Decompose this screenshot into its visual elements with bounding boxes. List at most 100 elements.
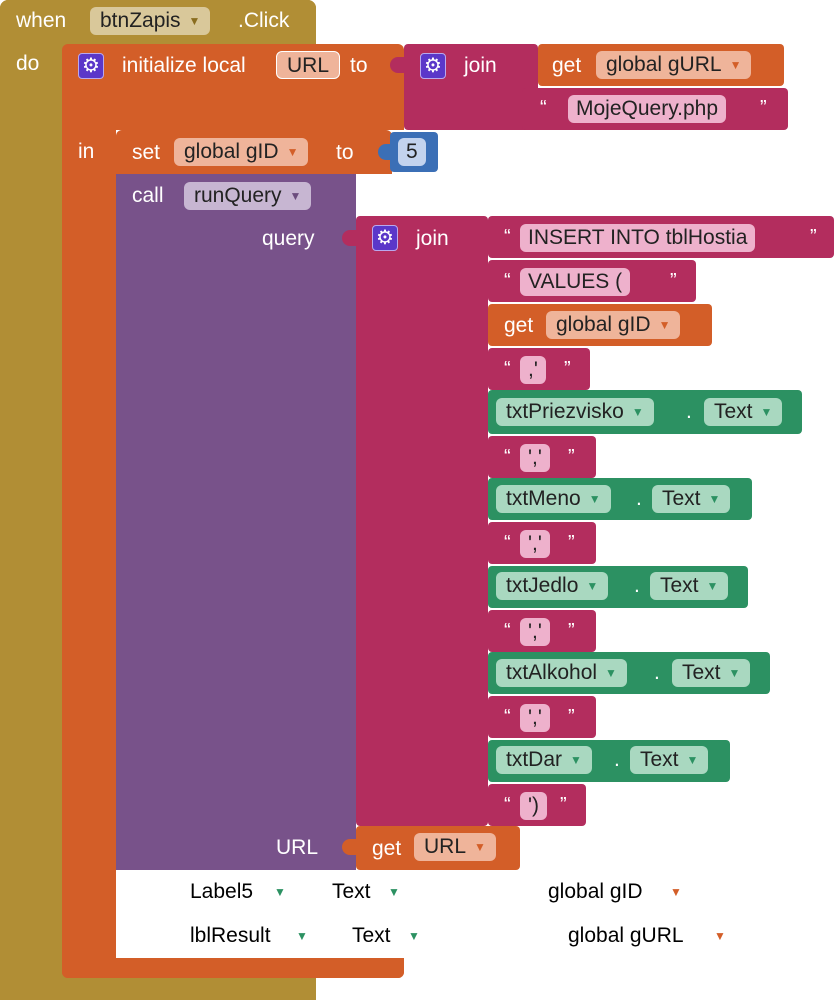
quote-close: ” bbox=[670, 270, 677, 292]
set-to-label: to bbox=[336, 141, 354, 164]
txtpriezvisko-dropdown[interactable]: txtPriezvisko▼ bbox=[496, 398, 654, 426]
url-param-label: URL bbox=[276, 836, 319, 859]
dot-label: . bbox=[634, 574, 640, 597]
dar-property-dropdown[interactable]: Text▼ bbox=[630, 746, 709, 774]
quote-open: “ bbox=[504, 620, 511, 642]
chevron-down-icon: ▼ bbox=[728, 666, 741, 680]
quote-open: “ bbox=[504, 226, 511, 248]
when-label: when bbox=[16, 9, 67, 32]
global-gid-variable[interactable]: global gID bbox=[548, 880, 643, 903]
get-label: get bbox=[552, 54, 582, 77]
chevron-down-icon: ▼ bbox=[586, 579, 599, 593]
chevron-down-icon: ▼ bbox=[388, 885, 400, 899]
event-block-footer bbox=[0, 980, 316, 1000]
text-value-sep-2[interactable]: ',' bbox=[520, 444, 550, 472]
get-url-plug bbox=[342, 839, 356, 855]
number-value-field[interactable]: 5 bbox=[398, 138, 426, 166]
gurl-dropdown-value: global gURL bbox=[606, 53, 722, 76]
dot-label: . bbox=[614, 748, 620, 771]
quote-open: “ bbox=[504, 706, 511, 728]
quote-close: ” bbox=[568, 446, 575, 468]
procedure-dropdown-value: runQuery bbox=[194, 184, 282, 207]
text-value-insert[interactable]: INSERT INTO tblHostia bbox=[520, 224, 756, 252]
chevron-down-icon: ▼ bbox=[188, 14, 201, 28]
url-var-dropdown[interactable]: URL▼ bbox=[414, 833, 496, 861]
event-name-label: .Click bbox=[238, 9, 290, 32]
mutator-gear-icon[interactable]: ⚙ bbox=[78, 53, 104, 79]
call-runquery-block[interactable] bbox=[116, 174, 356, 870]
text-value-sep-4[interactable]: ',' bbox=[520, 618, 550, 646]
txtalkohol-dropdown[interactable]: txtAlkohol ▼ bbox=[496, 659, 627, 687]
jedlo-property-value: Text bbox=[660, 574, 699, 597]
txtdar-value: txtDar bbox=[506, 748, 563, 771]
text-value-sep-5[interactable]: ',' bbox=[520, 704, 550, 732]
dot-label: . bbox=[686, 400, 692, 423]
procedure-dropdown[interactable]: runQuery▼ bbox=[184, 182, 312, 210]
text-value-sep-3[interactable]: ',' bbox=[520, 530, 550, 558]
chevron-down-icon: ▼ bbox=[708, 492, 721, 506]
chevron-down-icon: ▼ bbox=[408, 929, 420, 943]
join-block-query-plug bbox=[342, 230, 356, 246]
quote-close: ” bbox=[568, 620, 575, 642]
alkohol-property-value: Text bbox=[682, 661, 721, 684]
quote-close: ” bbox=[560, 794, 567, 816]
meno-property-dropdown[interactable]: Text ▼ bbox=[652, 485, 731, 513]
label5-component[interactable]: Label5 bbox=[190, 880, 254, 903]
chevron-down-icon: ▼ bbox=[274, 885, 286, 899]
quote-open: “ bbox=[504, 358, 511, 380]
alkohol-property-dropdown[interactable]: Text ▼ bbox=[672, 659, 751, 687]
txtmeno-dropdown[interactable]: txtMeno ▼ bbox=[496, 485, 611, 513]
txtpriezvisko-value: txtPriezvisko bbox=[506, 400, 624, 423]
join-query-label: join bbox=[416, 227, 449, 250]
chevron-down-icon: ▼ bbox=[605, 666, 617, 680]
gurl-dropdown[interactable]: global gURL▼ bbox=[596, 51, 752, 79]
txtjedlo-dropdown[interactable]: txtJedlo▼ bbox=[496, 572, 609, 600]
jedlo-property-dropdown[interactable]: Text ▼ bbox=[650, 572, 729, 600]
quote-open: “ bbox=[504, 270, 511, 292]
set-label: set bbox=[132, 141, 161, 164]
txtmeno-value: txtMeno bbox=[506, 487, 581, 510]
lblresult-component[interactable]: lblResult bbox=[190, 924, 271, 947]
join-mutator-gear-icon[interactable]: ⚙ bbox=[420, 53, 446, 79]
join-block-query[interactable] bbox=[356, 216, 488, 826]
query-param-label: query bbox=[262, 227, 315, 250]
component-dropdown-value: btnZapis bbox=[100, 9, 181, 32]
label5-property[interactable]: Text bbox=[332, 880, 371, 903]
dot-label: . bbox=[636, 487, 642, 510]
global-gurl-variable[interactable]: global gURL bbox=[568, 924, 684, 947]
quote-close: ” bbox=[564, 358, 571, 380]
do-label: do bbox=[16, 52, 40, 75]
call-label: call bbox=[132, 184, 164, 207]
text-value-mojequery[interactable]: MojeQuery.php bbox=[568, 95, 727, 123]
chevron-down-icon: ▼ bbox=[714, 929, 726, 943]
quote-close: ” bbox=[568, 706, 575, 728]
in-label: in bbox=[78, 140, 95, 163]
txtalkohol-value: txtAlkohol bbox=[506, 661, 598, 684]
text-value-values[interactable]: VALUES ( bbox=[520, 268, 631, 296]
quote-close: ” bbox=[760, 97, 767, 119]
chevron-down-icon: ▼ bbox=[706, 579, 719, 593]
component-dropdown[interactable]: btnZapis ▼ bbox=[90, 7, 211, 35]
gid-dropdown[interactable]: global gID▼ bbox=[546, 311, 681, 339]
meno-property-value: Text bbox=[662, 487, 701, 510]
quote-close: ” bbox=[568, 532, 575, 554]
join-label: join bbox=[464, 54, 497, 77]
set-var-dropdown[interactable]: global gID▼ bbox=[174, 138, 309, 166]
text-value-sep-1[interactable]: ,' bbox=[520, 356, 546, 384]
chevron-down-icon: ▼ bbox=[474, 840, 486, 854]
chevron-down-icon: ▼ bbox=[570, 753, 582, 767]
join-query-mutator-gear-icon[interactable]: ⚙ bbox=[372, 225, 398, 251]
chevron-down-icon: ▼ bbox=[286, 145, 299, 159]
local-name-field[interactable]: URL bbox=[276, 51, 341, 79]
lblresult-property[interactable]: Text bbox=[352, 924, 391, 947]
text-value-end[interactable]: ') bbox=[520, 792, 548, 820]
txtdar-dropdown[interactable]: txtDar ▼ bbox=[496, 746, 592, 774]
chevron-down-icon: ▼ bbox=[588, 492, 601, 506]
priezvisko-property-dropdown[interactable]: Text▼ bbox=[704, 398, 783, 426]
get-label: get bbox=[372, 837, 402, 860]
quote-open: “ bbox=[504, 446, 511, 468]
chevron-down-icon: ▼ bbox=[296, 929, 308, 943]
quote-open: “ bbox=[540, 97, 547, 119]
dar-property-value: Text bbox=[640, 748, 679, 771]
quote-close: ” bbox=[810, 226, 817, 248]
